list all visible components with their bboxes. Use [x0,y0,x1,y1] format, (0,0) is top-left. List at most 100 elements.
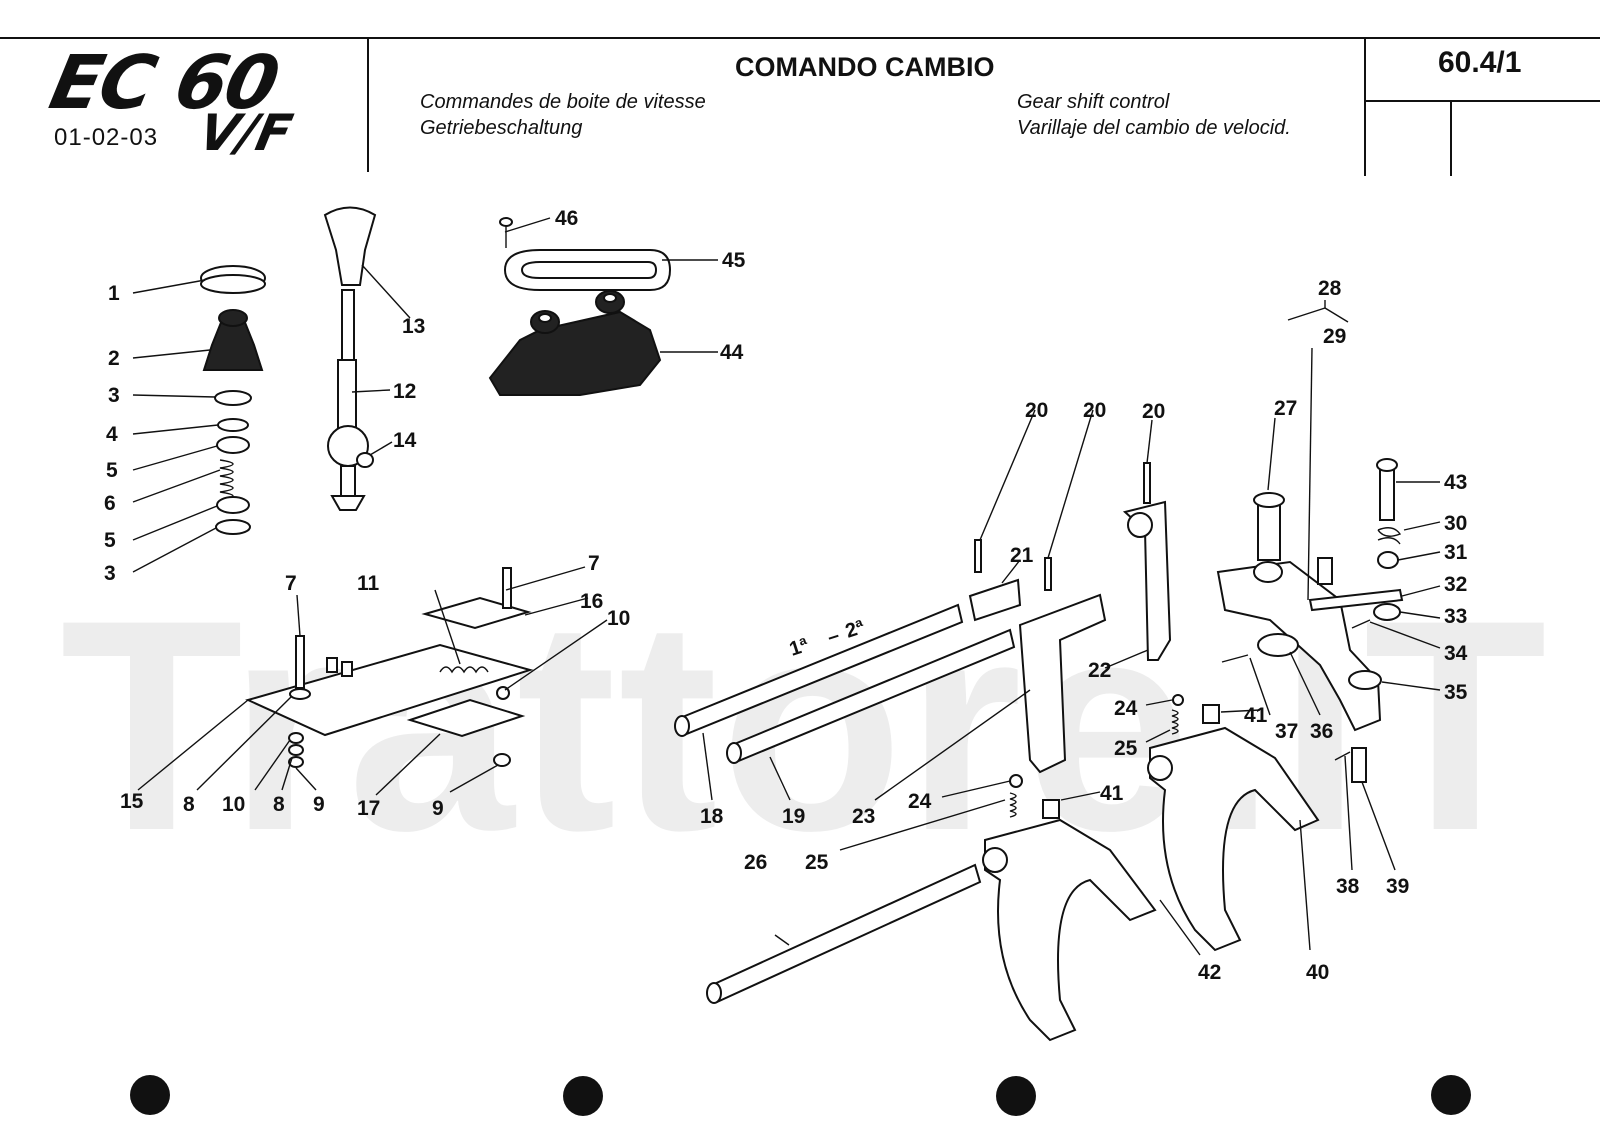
header-top-rule [0,37,1600,39]
callout-31: 31 [1444,541,1468,564]
callout-44: 44 [720,341,744,364]
subtitle-es: Varillaje del cambio de velocid. [1017,117,1291,139]
part-25-spring-lower [1009,792,1017,818]
callout-20c: 20 [1142,400,1165,423]
part-3-circlip-bottom [215,519,251,535]
callout-38: 38 [1336,875,1360,898]
part-43-pin [1379,469,1395,521]
part-4-washer [217,418,249,432]
callout-21: 21 [1010,544,1034,567]
part-17-plate [406,698,526,738]
callout-20a: 20 [1025,399,1048,422]
callout-41a: 41 [1244,704,1268,727]
callout-24b: 24 [908,790,932,813]
callout-7: 7 [285,572,297,595]
part-9-nut [493,753,511,767]
page-title: COMANDO CAMBIO [735,52,995,82]
part-29-rod [1307,347,1313,601]
punch-hole-2 [563,1076,603,1116]
leader-lines [132,217,1441,956]
part-20-pin-a [974,539,982,573]
callout-15: 15 [120,790,144,813]
callout-19: 19 [782,805,805,828]
part-7-stud-right [502,567,512,609]
callout-24a: 24 [1114,697,1138,720]
shift-rods [674,603,1016,1004]
subtitle-en: Gear shift control [1017,91,1170,113]
callout-12: 12 [393,380,416,403]
callout-5: 5 [106,459,118,482]
callout-37: 37 [1275,720,1298,743]
callout-30: 30 [1444,512,1467,535]
callout-20b: 20 [1083,399,1106,422]
part-28-selector [1216,560,1382,732]
part-16-plate [421,596,532,630]
callout-45: 45 [722,249,746,272]
part-32-lever [1308,588,1404,612]
part-37-pin [1221,654,1249,663]
callout-5b: 5 [104,529,116,552]
callout-2: 2 [108,347,120,370]
part-42-fork [984,818,1157,1042]
part-44-boot [488,310,662,396]
header-pageno-rule [1364,100,1600,102]
callout-9b: 9 [432,797,444,820]
callout-40: 40 [1306,961,1329,984]
part-7-stud-left [295,635,305,689]
callout-11: 11 [357,572,380,595]
part-26-rod [710,863,982,1004]
callout-18: 18 [700,805,724,828]
callout-46: 46 [555,207,578,230]
callout-41b: 41 [1100,782,1124,805]
part-39-block [1351,747,1367,783]
callout-29: 29 [1323,325,1346,348]
part-25-spring-upper [1171,709,1179,735]
gear-label-first: 1ª [787,634,812,661]
callout-8b: 8 [273,793,285,816]
part-35-washer [1348,670,1382,690]
part-41-bush-lower [1042,799,1060,819]
part-38-pin [1334,751,1351,761]
part-20-pin-b [1044,557,1052,591]
part-11-springs [439,666,489,674]
cover-group [488,217,672,396]
part-3-circlip-top [214,390,252,406]
callout-10b: 10 [607,607,630,630]
callout-42: 42 [1198,961,1221,984]
callout-35: 35 [1444,681,1468,704]
part-6-spring [219,459,234,501]
callout-7b: 7 [588,552,600,575]
part-5-ring-bottom [216,496,250,514]
part-33-washer [1373,603,1401,621]
header-divider-right [1364,38,1366,176]
callout-39: 39 [1386,875,1409,898]
part-34-pin [1351,619,1371,629]
callout-6: 6 [104,492,116,515]
part-30-spring [1377,527,1402,545]
callout-1: 1 [108,282,120,305]
callout-28: 28 [1318,277,1342,300]
callout-34: 34 [1444,642,1468,665]
page-number: 60.4/1 [1438,46,1522,79]
part-8-washer [289,688,311,700]
part-36-ring [1257,633,1299,657]
callout-33: 33 [1444,605,1467,628]
part-5-ring-top [216,436,250,454]
callout-10: 10 [222,793,245,816]
callout-3: 3 [108,384,120,407]
callout-26: 26 [744,851,767,874]
callout-9: 9 [313,793,325,816]
callout-3b: 3 [104,562,116,585]
callout-16: 16 [580,590,603,613]
subtitle-de: Getriebeschaltung [420,117,583,139]
callout-43: 43 [1444,471,1467,494]
part-14-bush [356,452,374,468]
part-13-knob [323,206,377,286]
part-21-block [968,578,1022,622]
part-24-ball-upper [1172,694,1184,706]
callout-labels: 1 2 3 4 5 6 5 3 7 7 8 8 9 9 10 10 11 12 … [104,207,1468,984]
callout-25b: 25 [805,851,829,874]
callout-36: 36 [1310,720,1333,743]
part-27-pin [1257,504,1281,561]
part-40-fork [1149,726,1320,952]
